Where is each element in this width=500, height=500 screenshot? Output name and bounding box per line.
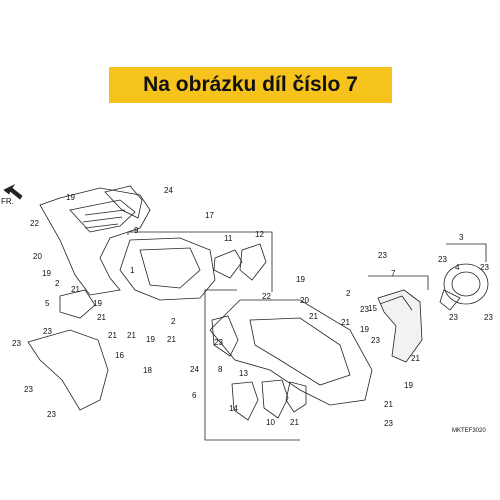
- callout-24: 24: [164, 186, 173, 195]
- callout-14: 14: [229, 404, 238, 413]
- callout-23: 23: [214, 338, 223, 347]
- part-outline: [27, 329, 109, 411]
- callout-20: 20: [33, 252, 42, 261]
- part-outline: [443, 263, 489, 305]
- callout-23: 23: [43, 327, 52, 336]
- callout-23: 23: [449, 313, 458, 322]
- callout-11: 11: [224, 234, 233, 243]
- callout-4: 4: [455, 263, 460, 272]
- callout-23: 23: [438, 255, 447, 264]
- callout-21: 21: [71, 285, 80, 294]
- callout-3: 3: [459, 233, 464, 242]
- callout-21: 21: [341, 318, 350, 327]
- callout-21: 21: [411, 354, 420, 363]
- callout-19: 19: [404, 381, 413, 390]
- callout-19: 19: [296, 275, 305, 284]
- part-labels: FR. 19 22 20 19 2 21 5 23 23 23 23 21 16…: [1, 186, 493, 434]
- part-outline: [69, 199, 136, 233]
- callout-2: 2: [171, 317, 176, 326]
- callout-19: 19: [146, 335, 155, 344]
- part-outline: [39, 187, 151, 296]
- callout-1: 1: [130, 266, 135, 275]
- callout-21: 21: [108, 331, 117, 340]
- callout-8: 8: [218, 365, 223, 374]
- callout-22: 22: [262, 292, 271, 301]
- leader-line: [204, 289, 300, 441]
- part-outline: [119, 237, 216, 301]
- title-banner: Na obrázku díl číslo 7: [109, 67, 392, 103]
- callout-19: 19: [66, 193, 75, 202]
- callout-23: 23: [360, 305, 369, 314]
- part-outline: [211, 315, 239, 357]
- callout-23: 23: [12, 339, 21, 348]
- callout-22: 22: [30, 219, 39, 228]
- part-outline: [82, 209, 126, 229]
- front-arrow-icon: [3, 183, 23, 200]
- title-text: Na obrázku díl číslo 7: [143, 73, 358, 96]
- reference-code: MKTEF3020: [452, 428, 486, 434]
- callout-23: 23: [480, 263, 489, 272]
- callout-23: 23: [47, 410, 56, 419]
- callout-17: 17: [205, 211, 214, 220]
- callout-21: 21: [290, 418, 299, 427]
- callout-24: 24: [190, 365, 199, 374]
- leader-line: [446, 243, 487, 262]
- part-outline: [231, 381, 259, 421]
- direction-label: FR.: [1, 197, 14, 206]
- callout-21: 21: [309, 312, 318, 321]
- leader-line: [127, 231, 273, 292]
- callout-9: 9: [134, 226, 139, 235]
- part-outline: [104, 185, 143, 219]
- callout-19: 19: [93, 299, 102, 308]
- callout-2: 2: [346, 289, 351, 298]
- part-outline: [59, 289, 96, 319]
- callout-18: 18: [143, 366, 152, 375]
- callout-23: 23: [378, 251, 387, 260]
- callout-23: 23: [24, 385, 33, 394]
- callout-19: 19: [360, 325, 369, 334]
- callout-23: 23: [384, 419, 393, 428]
- callout-16: 16: [115, 351, 124, 360]
- part-7-shape: [377, 289, 423, 363]
- part-outline: [439, 289, 461, 311]
- callout-7: 7: [391, 269, 396, 278]
- part-outline: [139, 247, 201, 289]
- callout-2: 2: [55, 279, 60, 288]
- callout-23: 23: [484, 313, 493, 322]
- callout-21: 21: [97, 313, 106, 322]
- callout-5: 5: [45, 299, 50, 308]
- part-outline: [285, 381, 307, 413]
- callout-15: 15: [368, 304, 377, 313]
- callout-13: 13: [239, 369, 248, 378]
- callout-6: 6: [192, 391, 197, 400]
- callout-21: 21: [384, 400, 393, 409]
- callout-10: 10: [266, 418, 275, 427]
- callout-21: 21: [127, 331, 136, 340]
- part-outline: [261, 379, 289, 419]
- part-outline: [213, 249, 243, 279]
- part-outline: [379, 295, 413, 311]
- part-outline: [239, 243, 267, 281]
- part-outline: [209, 299, 373, 406]
- part-outline: [249, 317, 351, 386]
- callout-12: 12: [255, 230, 264, 239]
- leader-line: [368, 275, 429, 290]
- part-outline: [451, 271, 481, 297]
- callout-19: 19: [42, 269, 51, 278]
- callout-20: 20: [300, 296, 309, 305]
- callout-23: 23: [371, 336, 380, 345]
- callout-21: 21: [167, 335, 176, 344]
